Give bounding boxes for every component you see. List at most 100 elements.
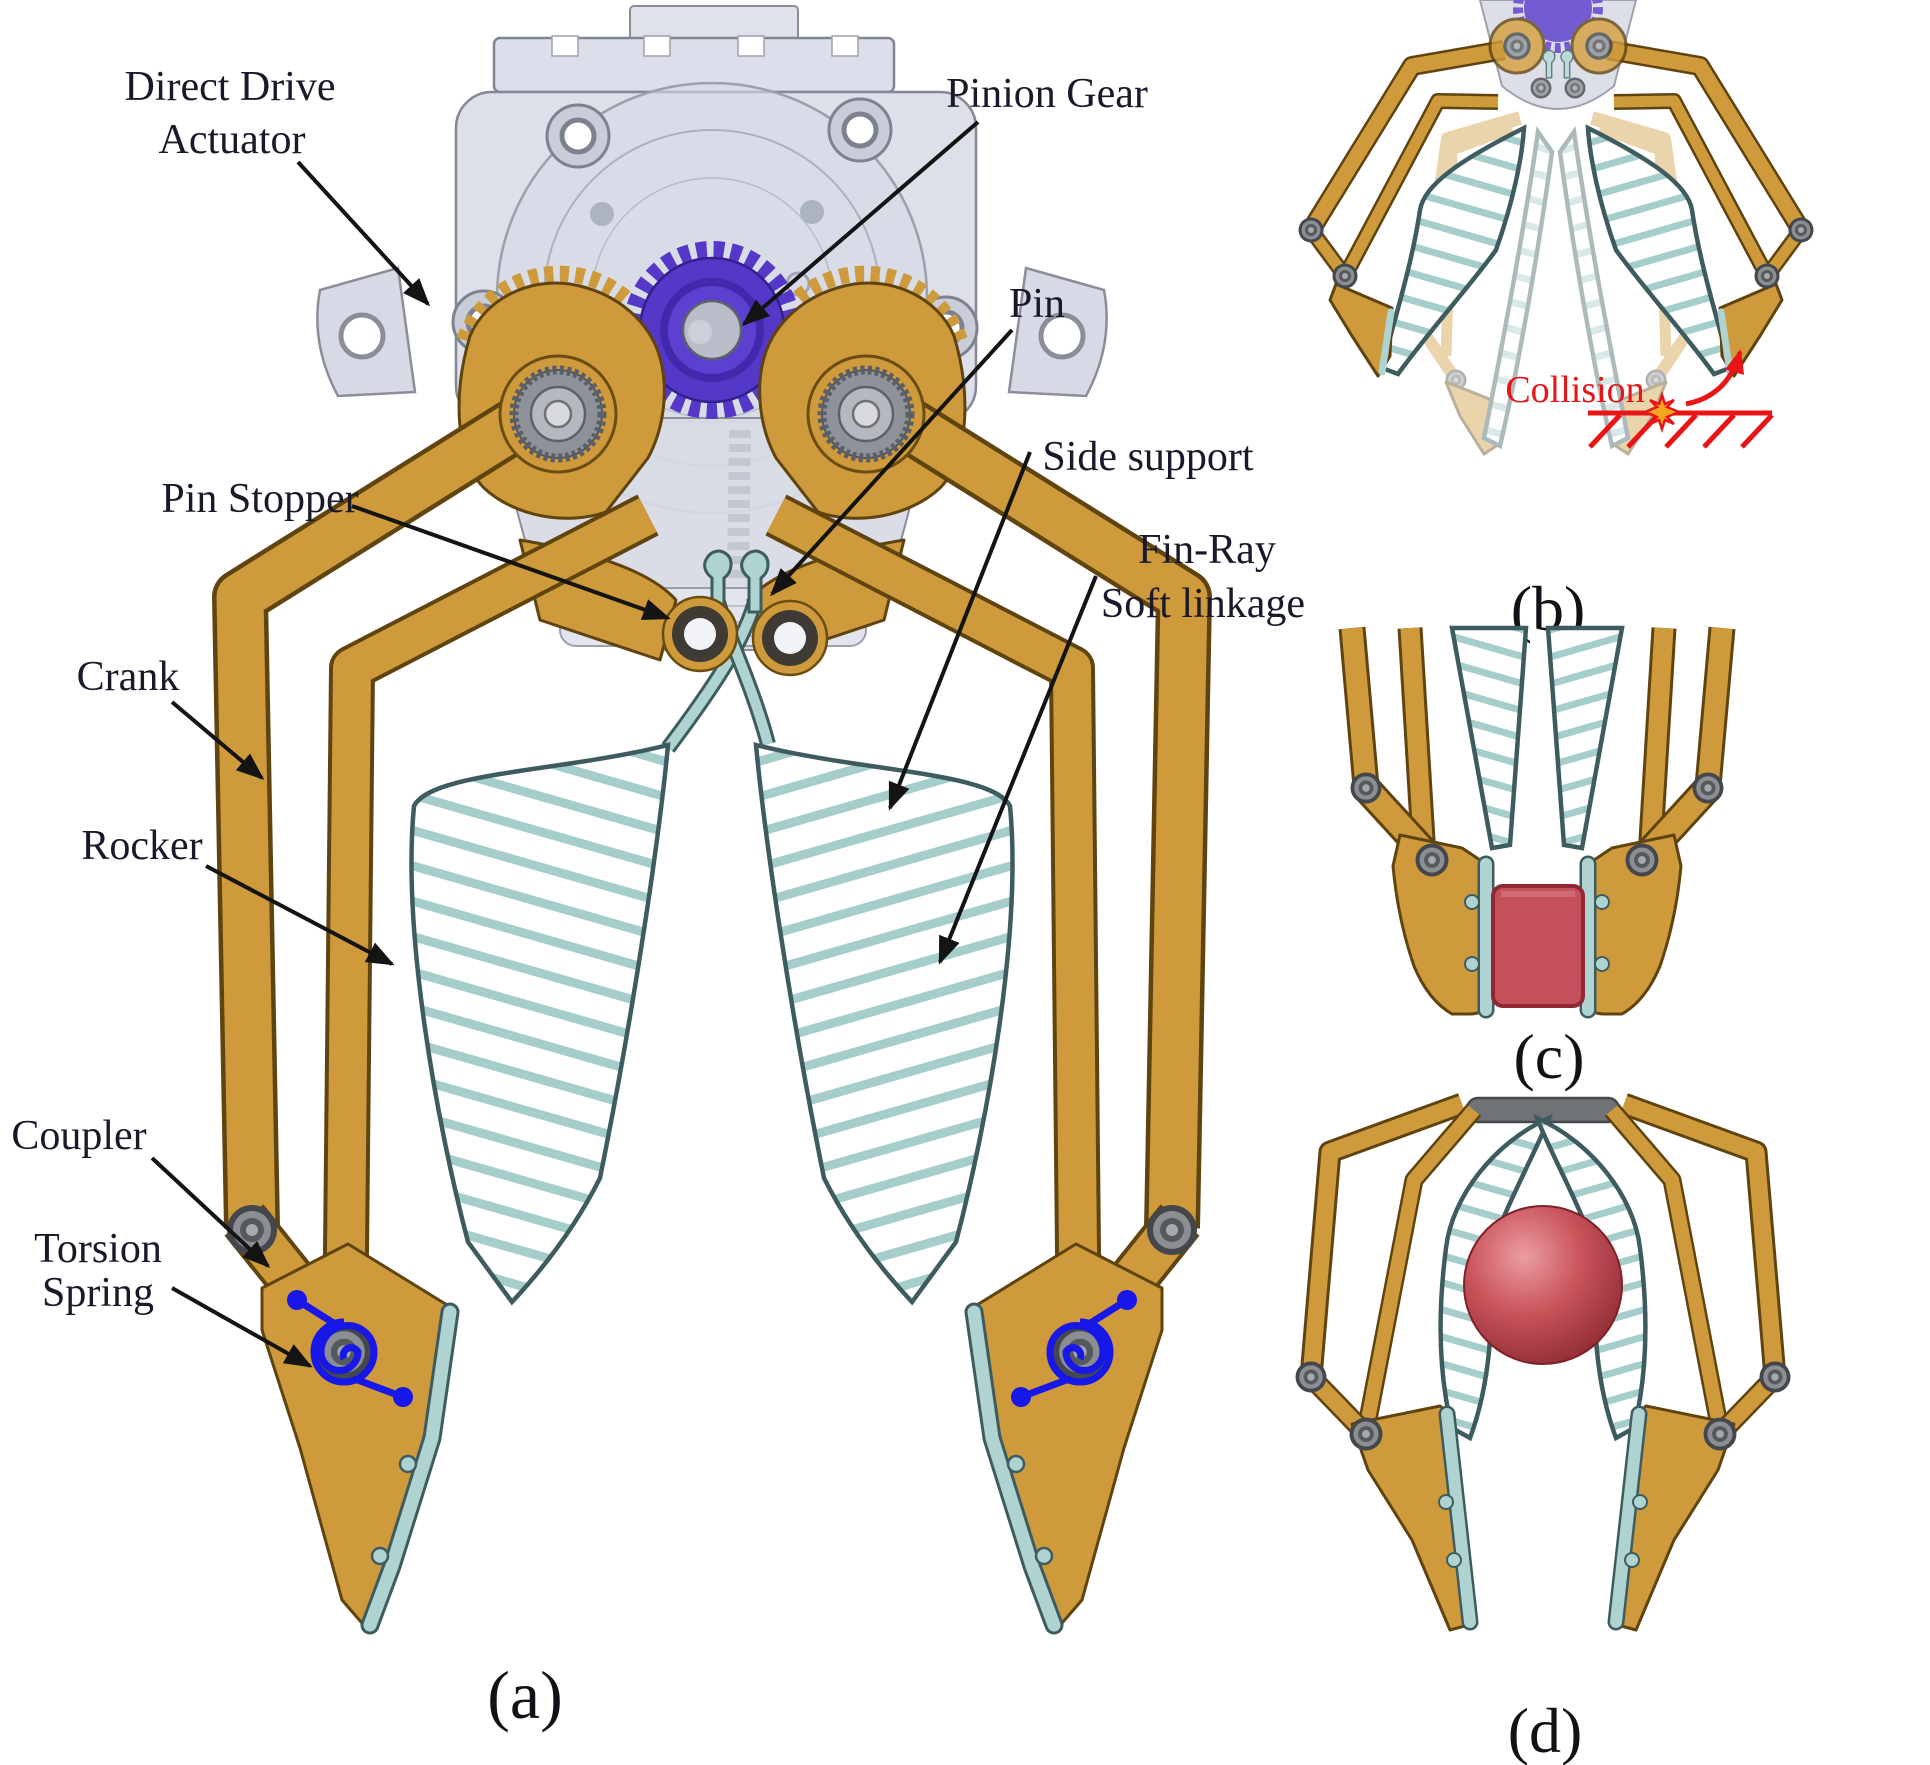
pad-nub [1438,1494,1454,1510]
gear-hub-left [500,356,616,472]
arrow-pin-stopper [351,504,671,621]
blade-ribs [756,745,1012,1302]
pinion-gear [623,241,801,419]
pin-stopper-right [751,599,829,677]
pad-nub [1464,956,1480,972]
stopper-mini [1564,77,1586,99]
plate-notch [737,35,765,57]
wrap-fingertip-left [1295,1361,1479,1632]
plate-notch [643,35,671,57]
ghost-finger-left [1410,111,1553,456]
arrow-rocker [205,864,395,966]
pad-nub [1464,894,1480,910]
pinion-hub-notch [688,320,712,344]
plate-notch [551,35,579,57]
splayed-finger-right [1588,50,1814,378]
stopper-hole [684,618,716,650]
joint-bolt [1298,217,1324,243]
label-fin-ray-line2: Soft linkage [1101,581,1305,627]
pinion-mini-teeth [1513,0,1603,53]
joint-bolt [1350,772,1382,804]
pinch-finger-right [1545,625,1724,1019]
joint-bolt [1788,217,1814,243]
pad-nub [1624,1552,1640,1568]
joint-bolt [1332,263,1358,289]
pad-nub [370,1546,390,1566]
crank-link [1352,628,1366,786]
gear-hub-right [808,356,924,472]
label-coupler: Coupler [11,1113,146,1159]
pad-nub [1034,1546,1054,1566]
label-crank: Crank [77,654,180,700]
arrow-coupler [150,1156,271,1269]
joint-bolt [1295,1361,1327,1393]
pad-nub [1446,1552,1462,1568]
joint-bolt [1625,843,1659,877]
hub-mini [1585,32,1613,60]
fingertip [1328,282,1394,378]
fingertip-pad [1441,1408,1476,1628]
label-fin-ray-line1: Fin-Ray [1138,527,1276,573]
ear-hole-right [1038,312,1086,360]
finger-right [776,402,1197,1635]
label-torsion-line1: Torsion [34,1226,162,1272]
arrow-torsion-spring [171,1286,313,1368]
arrow-side-support [888,451,1032,811]
collision-label: Collision [1505,369,1644,411]
mounting-ear-right [1007,266,1108,398]
pinion-hub [681,299,743,361]
plate-notch [831,35,859,57]
ghost-pose [1410,111,1702,456]
joint-bolt [1703,1417,1737,1451]
label-pin: Pin [1009,281,1065,327]
finger-left [227,402,648,1635]
label-torsion-line2: Spring [42,1270,154,1316]
collision-deflect-arrow [1685,349,1745,407]
collision-star [1641,391,1683,433]
arrow-pinion-gear [741,120,980,326]
blade-ribs [1545,625,1625,851]
arrow-pin [769,328,1014,597]
gear-teeth [456,265,634,343]
ear-hole-left [338,312,386,360]
screw-boss [829,99,891,161]
fingertip-pad [1378,308,1395,376]
gear-teeth [790,265,968,343]
finray-blade-right [756,745,1012,1302]
wrap-fingertip-right [1607,1361,1791,1632]
panel-a: Direct Drive Actuator Pinion Gear Pin Pi… [11,5,1305,1733]
joint-bolt [1692,772,1724,804]
ground-hatching [1588,413,1774,449]
label-direct-drive-line2: Actuator [159,117,306,163]
pad-nub [1632,1494,1648,1510]
grasped-sphere [1463,1205,1623,1365]
panel-c: (c) [1351,628,1724,1092]
blade-ribs [412,745,668,1302]
stopper-mini [1530,77,1552,99]
hub-mini [1503,32,1531,60]
housing-dot [800,200,824,224]
grasped-cube [1491,884,1585,1008]
panel-b: Collision (b) [1298,0,1814,644]
fingertip-pad [967,1305,1061,1632]
joint-bolt [1349,1417,1383,1451]
fingertip-pad [363,1305,457,1632]
label-rocker: Rocker [81,823,202,869]
label-pin-stopper: Pin Stopper [161,476,358,522]
fingertip-pad [1610,1408,1645,1628]
crank-link [1708,628,1722,786]
joint-bolt [1415,843,1449,877]
label-direct-drive-line1: Direct Drive [124,64,335,110]
joint-bolt-crank-coupler-left [227,1205,277,1255]
pad-nub [1006,1454,1026,1474]
support-core [663,600,760,751]
pad-nub [1594,956,1610,972]
rack-teeth [727,429,751,581]
joint-bolt [1759,1361,1791,1393]
arrow-crank [170,700,265,780]
arrow-direct-drive [296,160,431,307]
stopper-hole [774,622,806,654]
label-side-support: Side support [1042,434,1254,480]
